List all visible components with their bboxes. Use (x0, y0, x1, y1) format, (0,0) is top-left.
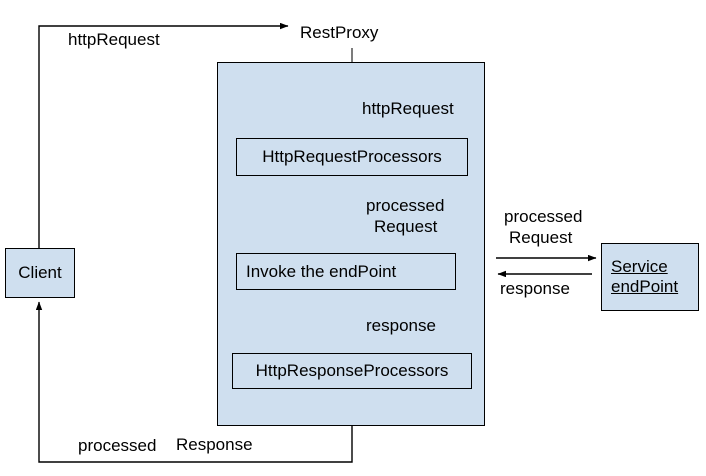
edge-label-response-part2: Response (176, 435, 253, 454)
node-http-response-processors-label: HttpResponseProcessors (255, 361, 449, 381)
edge-label-restproxy-to-request-processors: httpRequest (362, 99, 454, 118)
node-client[interactable]: Client (5, 248, 75, 298)
node-service-endpoint-line2: endPoint (611, 277, 679, 296)
edge-label-invoke-to-response-processors: response (366, 316, 436, 335)
node-http-request-processors[interactable]: HttpRequestProcessors (236, 138, 468, 176)
edge-label-service-to-invoke: response (500, 279, 570, 298)
node-service-endpoint-text: Service endPoint (611, 257, 678, 296)
node-http-request-processors-label: HttpRequestProcessors (262, 147, 442, 167)
edge-label-client-to-restproxy: httpRequest (68, 30, 160, 49)
edge-label-invoke-to-service-line1: processed (504, 207, 583, 226)
node-service-endpoint-line1: Service (611, 257, 668, 277)
node-invoke-endpoint[interactable]: Invoke the endPoint (236, 253, 456, 290)
edge-label-request-processors-to-invoke-line2: Request (374, 217, 438, 236)
node-invoke-endpoint-label: Invoke the endPoint (246, 261, 397, 281)
node-client-label: Client (18, 263, 62, 283)
node-http-response-processors[interactable]: HttpResponseProcessors (232, 353, 472, 389)
edge-label-request-processors-to-invoke-line1: processed (366, 196, 445, 215)
restproxy-label: RestProxy (300, 23, 379, 42)
node-service-endpoint[interactable]: Service endPoint (601, 243, 699, 311)
edge-label-invoke-to-service-line2: Request (509, 228, 573, 247)
edge-client-to-restproxy (38, 22, 289, 248)
edge-label-response-part1: processed (78, 436, 157, 455)
